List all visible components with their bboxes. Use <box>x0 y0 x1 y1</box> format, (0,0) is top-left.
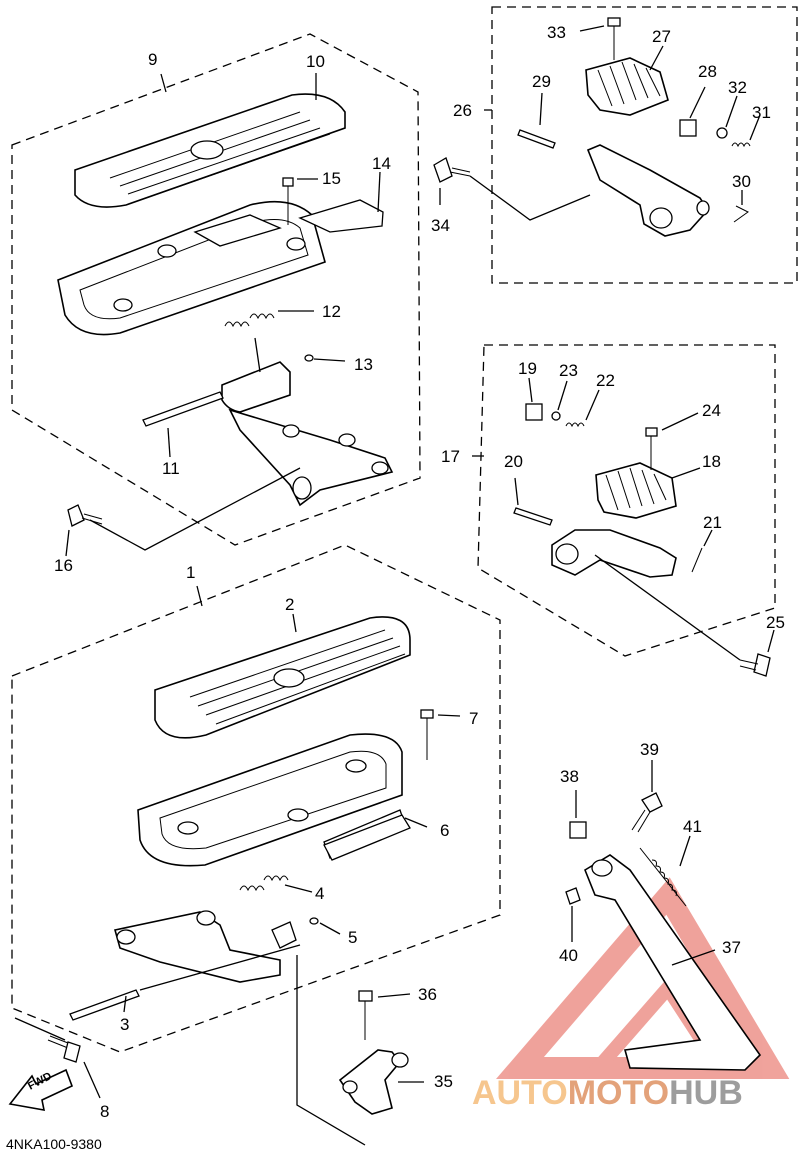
watermark-moto: MOTO <box>567 1074 670 1112</box>
watermark-hub: HUB <box>669 1074 743 1112</box>
part-1-bracket <box>114 910 297 983</box>
part-37-sidestand <box>584 854 762 1071</box>
part-17-footpeg <box>551 529 677 578</box>
part-18-rubber <box>595 462 677 519</box>
callout-18: 18 <box>702 452 721 471</box>
callout-4: 4 <box>315 884 325 903</box>
part-11-pin <box>142 391 224 427</box>
callout-15: 15 <box>322 169 341 188</box>
part-8-bolt <box>47 1035 81 1063</box>
callout-16: 16 <box>54 556 73 575</box>
part-27-rubber <box>585 57 669 116</box>
part-25-bolt <box>739 653 771 677</box>
group-26-outline <box>491 6 798 284</box>
callout-6: 6 <box>440 821 450 840</box>
callout-33: 33 <box>547 23 566 42</box>
callout-17: 17 <box>441 447 460 466</box>
callout-30: 30 <box>732 172 751 191</box>
callout-24: 24 <box>702 401 721 420</box>
callout-41: 41 <box>683 817 702 836</box>
callout-40: 40 <box>559 946 578 965</box>
callout-23: 23 <box>559 361 578 380</box>
callout-38: 38 <box>560 767 579 786</box>
callout-11: 11 <box>162 459 180 478</box>
group-9-outline <box>11 33 421 546</box>
callout-37: 37 <box>722 938 741 957</box>
callout-32: 32 <box>728 78 747 97</box>
group-17-outline <box>477 344 776 657</box>
callout-36: 36 <box>418 985 437 1004</box>
part-16-bolt <box>67 504 103 527</box>
callout-12: 12 <box>322 302 341 321</box>
callout-9: 9 <box>148 50 158 69</box>
callout-28: 28 <box>698 62 717 81</box>
part-2-top-plate <box>154 616 411 739</box>
watermark-text: AUTOMOTOHUB <box>472 1074 743 1113</box>
callout-1: 1 <box>186 563 196 582</box>
callout-22: 22 <box>596 371 615 390</box>
callout-2: 2 <box>285 595 295 614</box>
callout-31: 31 <box>752 103 771 122</box>
callout-19: 19 <box>518 359 537 378</box>
part-12-springs <box>224 313 275 328</box>
callout-35: 35 <box>434 1072 453 1091</box>
part-26-footpeg <box>586 144 710 237</box>
callout-10: 10 <box>306 52 325 71</box>
callout-5: 5 <box>348 928 358 947</box>
callout-13: 13 <box>354 355 373 374</box>
callout-7: 7 <box>469 709 479 728</box>
callout-39: 39 <box>640 740 659 759</box>
group-1-outline <box>11 544 501 1053</box>
part-10-top-plate <box>74 93 346 208</box>
part-9-frame <box>57 199 384 336</box>
callout-34: 34 <box>431 216 450 235</box>
watermark-auto: AUTO <box>472 1074 568 1112</box>
part-35-bracket <box>338 1049 409 1115</box>
callout-8: 8 <box>100 1102 110 1121</box>
part-9-bracket <box>221 361 394 507</box>
part-34-bolt <box>433 157 471 183</box>
part-15-screw <box>282 177 294 225</box>
callout-21: 21 <box>703 513 722 532</box>
callout-14: 14 <box>372 154 391 173</box>
fwd-arrow <box>8 1068 74 1111</box>
callout-29: 29 <box>532 72 551 91</box>
callout-26: 26 <box>453 101 472 120</box>
callout-25: 25 <box>766 613 785 632</box>
callout-3: 3 <box>120 1015 130 1034</box>
diagram-code: 4NKA100-9380 <box>6 1136 102 1152</box>
callout-27: 27 <box>652 27 671 46</box>
callout-20: 20 <box>504 452 523 471</box>
